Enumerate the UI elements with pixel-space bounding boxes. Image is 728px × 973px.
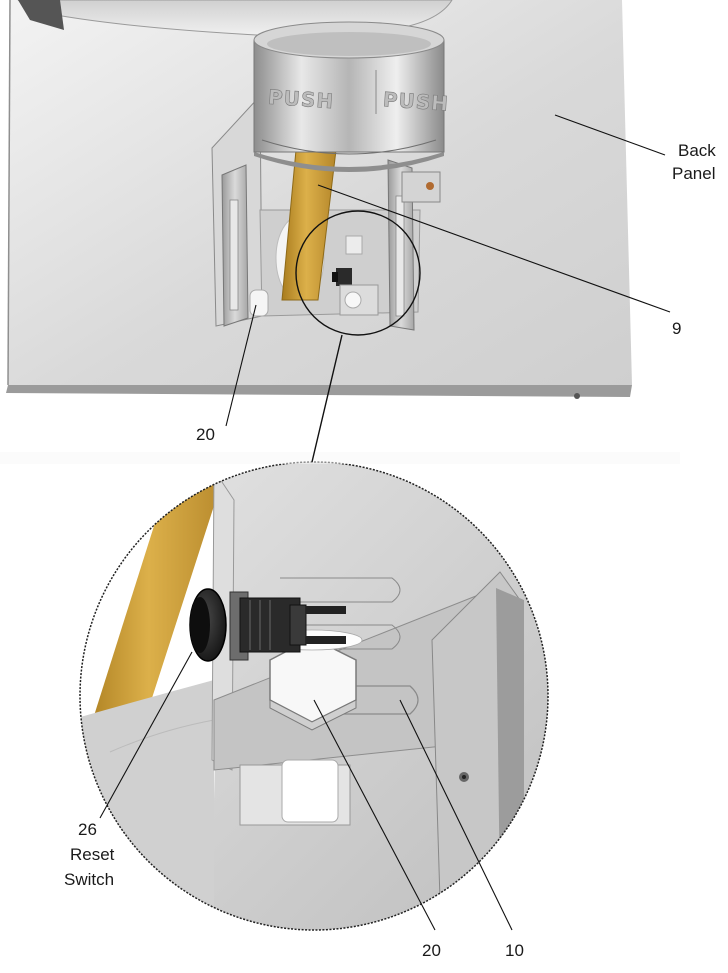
callout-part-20-top: 20 — [196, 425, 215, 444]
leader-lines — [99, 114, 671, 931]
slot-part-10 — [330, 685, 419, 715]
detail-circle-small — [295, 210, 421, 336]
reset-switch-part-26 — [189, 588, 346, 662]
push-label-left: PUSH — [267, 85, 335, 114]
callout-part-10: 10 — [505, 941, 524, 960]
push-cup — [253, 39, 445, 153]
detail-connector — [311, 334, 343, 463]
callout-reset-label: Reset — [70, 845, 115, 864]
zoomed-detail-view — [0, 452, 680, 931]
callout-part-9: 9 — [672, 319, 681, 338]
callout-part-26: 26 — [78, 820, 97, 839]
callout-part-20-bottom: 20 — [422, 941, 441, 960]
back-panel-bottom-edge — [6, 385, 632, 397]
callout-back-label: Back — [678, 141, 716, 160]
push-label-right: PUSH — [382, 87, 450, 116]
callout-panel-label: Panel — [672, 164, 715, 183]
top-assembly-view: PUSH PUSH — [6, 0, 632, 399]
rod-detail — [80, 462, 232, 760]
detail-circle-large — [79, 461, 549, 931]
callout-switch-label: Switch — [64, 870, 114, 889]
